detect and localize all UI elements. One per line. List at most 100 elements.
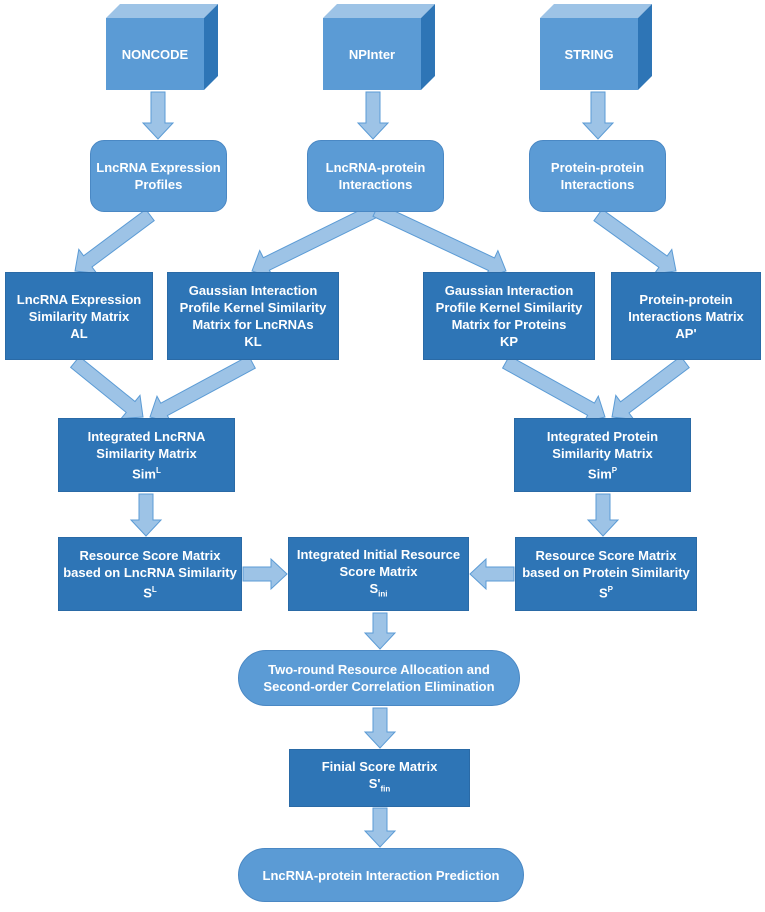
kl-line1: Gaussian Interaction (188, 283, 318, 298)
simp-line3: SimP (588, 462, 617, 482)
arrow-npinter-to-interactions (356, 91, 390, 140)
simp-line2: Similarity Matrix (552, 445, 653, 461)
siml-superscript: L (155, 465, 161, 475)
cube-top-noncode (106, 4, 218, 18)
final-symbol: S' (368, 776, 381, 792)
final-line2: S'fin (369, 775, 391, 798)
protein-protein-interactions-line2: Interactions (560, 177, 635, 192)
kl-line2: Profile Kernel Similarity (179, 300, 327, 315)
sp-symbol: S (598, 585, 608, 601)
arrow-simp-to-sp (586, 493, 620, 537)
siml-line3: SimL (132, 462, 161, 482)
sp-line1: Resource Score Matrix (535, 547, 677, 563)
ap-line2: Interactions Matrix (628, 308, 744, 324)
simp-symbol: Sim (587, 466, 612, 482)
al-line2: Similarity Matrix (28, 308, 130, 324)
siml-symbol: Sim (132, 466, 156, 482)
cube-side-noncode (204, 4, 218, 90)
source-npinter-label: NPInter (348, 46, 396, 62)
simp-superscript: P (611, 465, 618, 475)
arrow-ap-to-simp (611, 355, 690, 421)
sp-line2: based on Protein Similarity (522, 564, 690, 580)
predict-label: LncRNA-protein Interaction Prediction (262, 867, 500, 883)
arrow-string-to-ppi (581, 91, 615, 140)
arrow-interactions-to-kl (251, 203, 380, 279)
source-string: STRING (540, 18, 638, 90)
alloc-line2: Second-order Correlation Elimination (263, 679, 495, 694)
cube-top-string (540, 4, 652, 18)
lncrna-protein-interactions-box: LncRNA-protein Interactions (307, 140, 444, 212)
sp-line3: SP (599, 581, 613, 601)
sini-line2: Score Matrix (339, 563, 418, 579)
cubes-layer (106, 4, 652, 90)
kl-line4: KL (244, 334, 262, 349)
sini-line3: Sini (369, 580, 387, 603)
integrated-lncrna-similarity-box: Integrated LncRNA Similarity Matrix SimL (58, 418, 235, 492)
source-noncode-label: NONCODE (121, 46, 189, 62)
ap-line3: AP' (675, 325, 697, 341)
source-npinter: NPInter (323, 18, 421, 90)
simp-line1: Integrated Protein (546, 428, 659, 444)
sl-superscript: L (151, 584, 157, 594)
sp-superscript: P (607, 584, 613, 594)
kp-line4: KP (499, 334, 519, 349)
gaussian-kernel-lncrna-box: Gaussian Interaction Profile Kernel Simi… (167, 272, 339, 360)
resource-score-protein-box: Resource Score Matrix based on Protein S… (515, 537, 697, 611)
final-line1: Finial Score Matrix (321, 759, 438, 775)
sini-line1: Integrated Initial Resource (296, 546, 461, 562)
al-line3: AL (70, 325, 88, 341)
sl-line3: SL (143, 581, 157, 601)
kp-line3: Matrix for Proteins (451, 317, 567, 332)
arrow-kl-to-siml (149, 355, 256, 424)
lncrna-protein-interactions-line2: Interactions (338, 177, 413, 192)
lncrna-expression-similarity-matrix-box: LncRNA Expression Similarity Matrix AL (5, 272, 153, 360)
sl-line2: based on LncRNA Similarity (63, 564, 237, 580)
arrow-interactions-to-kp (372, 203, 507, 279)
sini-subscript: ini (378, 589, 388, 599)
final-subscript: fin (380, 784, 391, 794)
arrow-sl-to-sini (242, 557, 288, 591)
sini-symbol: S (369, 580, 379, 596)
source-noncode: NONCODE (106, 18, 204, 90)
arrow-sp-to-sini (469, 557, 515, 591)
ap-line1: Protein-protein (639, 291, 733, 307)
siml-line1: Integrated LncRNA (87, 428, 206, 444)
arrow-allocation-to-final (363, 707, 397, 749)
siml-line2: Similarity Matrix (96, 445, 197, 461)
arrow-final-to-prediction (363, 807, 397, 848)
lncrna-protein-interactions-line1: LncRNA-protein (325, 160, 426, 175)
arrow-expression-to-al (74, 208, 155, 275)
gaussian-kernel-protein-box: Gaussian Interaction Profile Kernel Simi… (423, 272, 595, 360)
arrow-noncode-to-expression (141, 91, 175, 140)
arrow-al-to-siml (69, 355, 144, 420)
resource-score-lncrna-box: Resource Score Matrix based on LncRNA Si… (58, 537, 242, 611)
cube-side-npinter (421, 4, 435, 90)
protein-protein-interactions-box: Protein-protein Interactions (529, 140, 666, 212)
resource-allocation-pill: Two-round Resource Allocation and Second… (238, 650, 520, 706)
kp-line2: Profile Kernel Similarity (435, 300, 583, 315)
kl-line3: Matrix for LncRNAs (192, 317, 314, 332)
integrated-protein-similarity-box: Integrated Protein Similarity Matrix Sim… (514, 418, 691, 492)
sl-symbol: S (143, 585, 152, 601)
sl-line1: Resource Score Matrix (79, 547, 221, 563)
cube-top-npinter (323, 4, 435, 18)
arrow-siml-to-sl (129, 493, 163, 537)
protein-protein-interactions-line1: Protein-protein (550, 160, 645, 175)
interaction-prediction-pill: LncRNA-protein Interaction Prediction (238, 848, 524, 902)
source-string-label: STRING (564, 46, 614, 62)
arrow-ppi-to-ap (593, 208, 677, 275)
lncrna-expression-profiles-box: LncRNA Expression Profiles (90, 140, 227, 212)
final-score-matrix-box: Finial Score Matrix S'fin (289, 749, 470, 807)
cube-side-string (638, 4, 652, 90)
arrow-sini-to-allocation (363, 612, 397, 650)
lncrna-expression-profiles-line1: LncRNA Expression (96, 160, 221, 175)
arrow-kp-to-simp (501, 355, 606, 424)
integrated-initial-resource-box: Integrated Initial Resource Score Matrix… (288, 537, 469, 611)
protein-interactions-matrix-box: Protein-protein Interactions Matrix AP' (611, 272, 761, 360)
alloc-line1: Two-round Resource Allocation and (268, 662, 490, 677)
kp-line1: Gaussian Interaction (444, 283, 574, 298)
arrows-layer (69, 91, 690, 848)
al-line1: LncRNA Expression (16, 291, 142, 307)
lncrna-expression-profiles-line2: Profiles (134, 177, 183, 192)
